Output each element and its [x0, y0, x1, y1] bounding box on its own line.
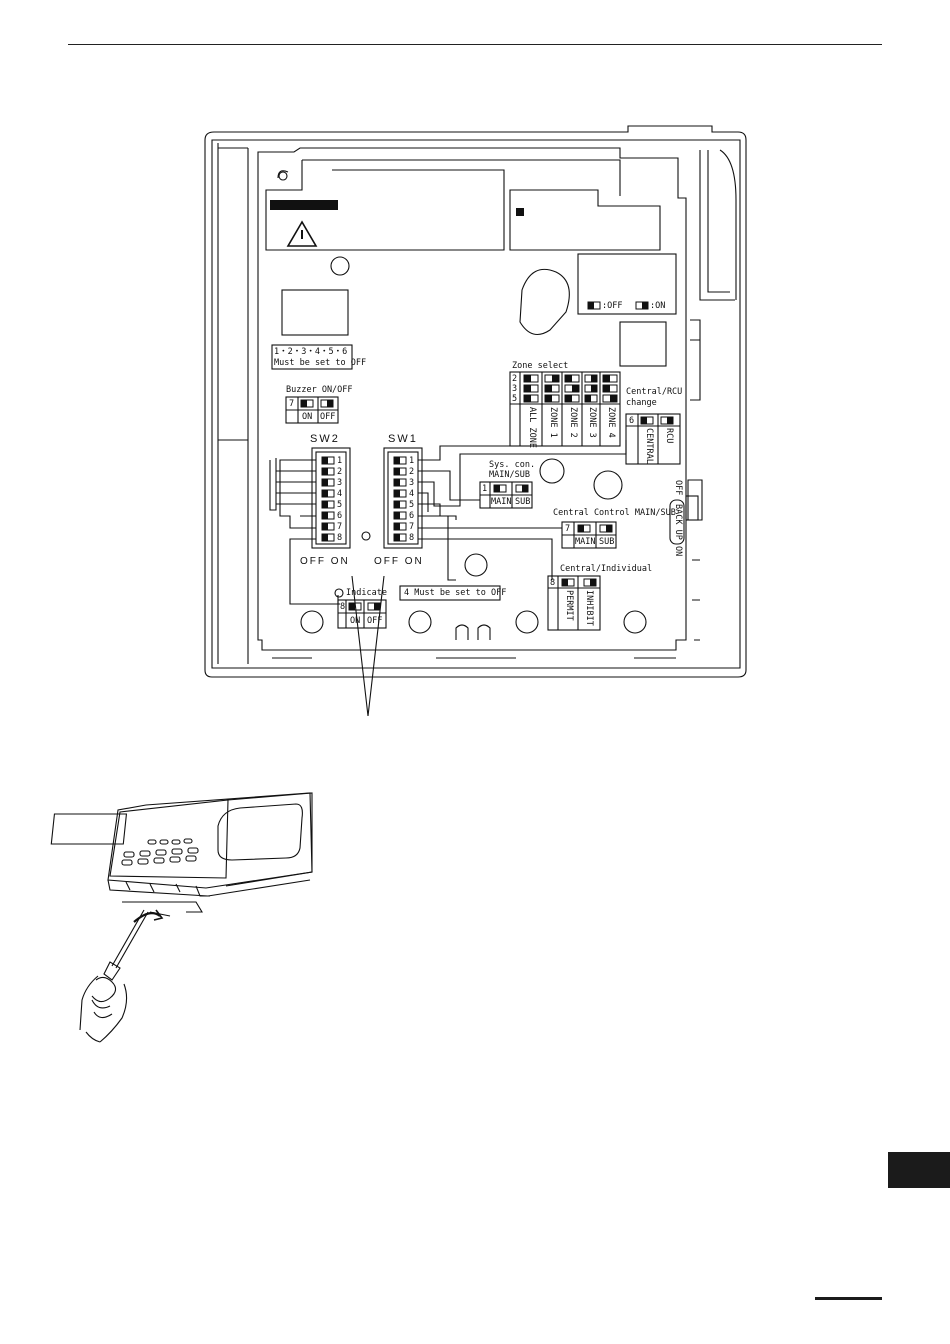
- note-dip-123456: 1・2・3・4・5・6: [274, 347, 348, 357]
- buzzer-num: 7: [289, 399, 295, 409]
- sys-con-sub: SUB: [515, 497, 531, 507]
- central-control-title: Central Control MAIN/SUB: [553, 508, 676, 518]
- zone-select-title: Zone select: [512, 361, 569, 371]
- indicate-num: 8: [340, 602, 346, 612]
- central-individual-title: Central/Individual: [560, 564, 653, 574]
- zone-row: 5: [512, 394, 518, 404]
- indicate-off: OFF: [367, 616, 383, 626]
- central-control-num: 7: [565, 524, 571, 534]
- central-individual-num: 8: [550, 578, 556, 588]
- sys-con-num: 1: [482, 484, 488, 494]
- legend-on: :ON: [650, 301, 666, 311]
- sw1-pos: 6: [409, 511, 415, 521]
- sw2-pos: 7: [337, 522, 343, 532]
- legend-off: :OFF: [602, 301, 623, 311]
- sw2-pos: 3: [337, 478, 343, 488]
- sw1-pos: 5: [409, 500, 415, 510]
- indicate-on: ON: [350, 616, 361, 626]
- indicate-title: Indicate: [346, 588, 387, 598]
- sys-con-title: Sys. con.: [489, 460, 536, 470]
- sw1-off-on: OFF ON: [374, 556, 424, 567]
- sw1-pos: 2: [409, 467, 415, 477]
- section-tab: [888, 1152, 950, 1188]
- sys-con-main: MAIN: [491, 497, 512, 507]
- buzzer-off: OFF: [320, 412, 336, 422]
- sw2-pos: 6: [337, 511, 343, 521]
- header-rule: [68, 44, 882, 45]
- sw2-label: SW2: [310, 433, 340, 445]
- sw1-pos: 3: [409, 478, 415, 488]
- footer-rule: [815, 1297, 882, 1300]
- sw2-pos: 4: [337, 489, 343, 499]
- central-control-main: MAIN: [575, 537, 596, 547]
- central-control-sub: SUB: [599, 537, 615, 547]
- note-4-must-off: 4 Must be set to OFF: [404, 588, 507, 598]
- buzzer-on: ON: [302, 412, 313, 422]
- sw1-label: SW1: [388, 433, 418, 445]
- central-rcu-title: Central/RCU: [626, 387, 683, 397]
- sw2-off-on: OFF ON: [300, 556, 350, 567]
- sw2-pos: 1: [337, 456, 343, 466]
- central-rcu-subtitle: change: [626, 398, 657, 408]
- sw2-pos: 2: [337, 467, 343, 477]
- sw1-pos: 7: [409, 522, 415, 532]
- zone-row: 3: [512, 384, 518, 394]
- zone-row: 2: [512, 374, 518, 384]
- sw2-pos: 8: [337, 533, 343, 543]
- note-must-off: Must be set to OFF: [274, 358, 367, 368]
- buzzer-title: Buzzer ON/OFF: [286, 385, 353, 395]
- sw1-pos: 8: [409, 533, 415, 543]
- sw1-pos: 1: [409, 456, 415, 466]
- sw2-pos: 5: [337, 500, 343, 510]
- sw1-pos: 4: [409, 489, 415, 499]
- sys-con-subtitle: MAIN/SUB: [489, 470, 530, 480]
- central-rcu-num: 6: [629, 416, 635, 426]
